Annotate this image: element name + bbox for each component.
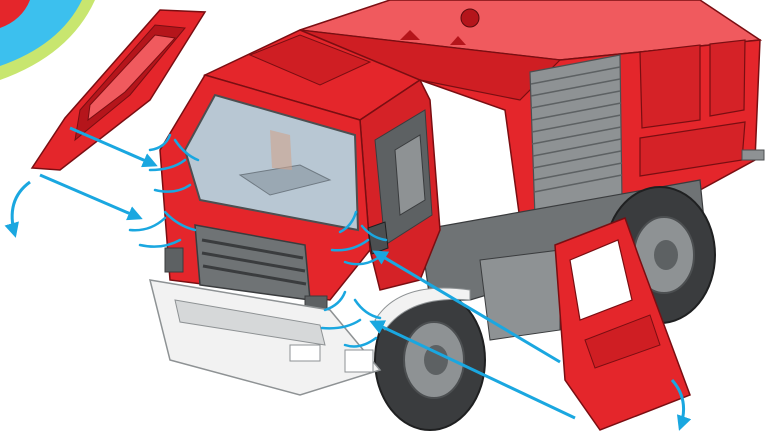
- rotate-arrow: [12, 182, 30, 235]
- roller-shutter: [530, 55, 622, 218]
- corner-decoration: [0, 0, 95, 80]
- bumper: [150, 280, 380, 395]
- insert-arrow: [40, 175, 140, 218]
